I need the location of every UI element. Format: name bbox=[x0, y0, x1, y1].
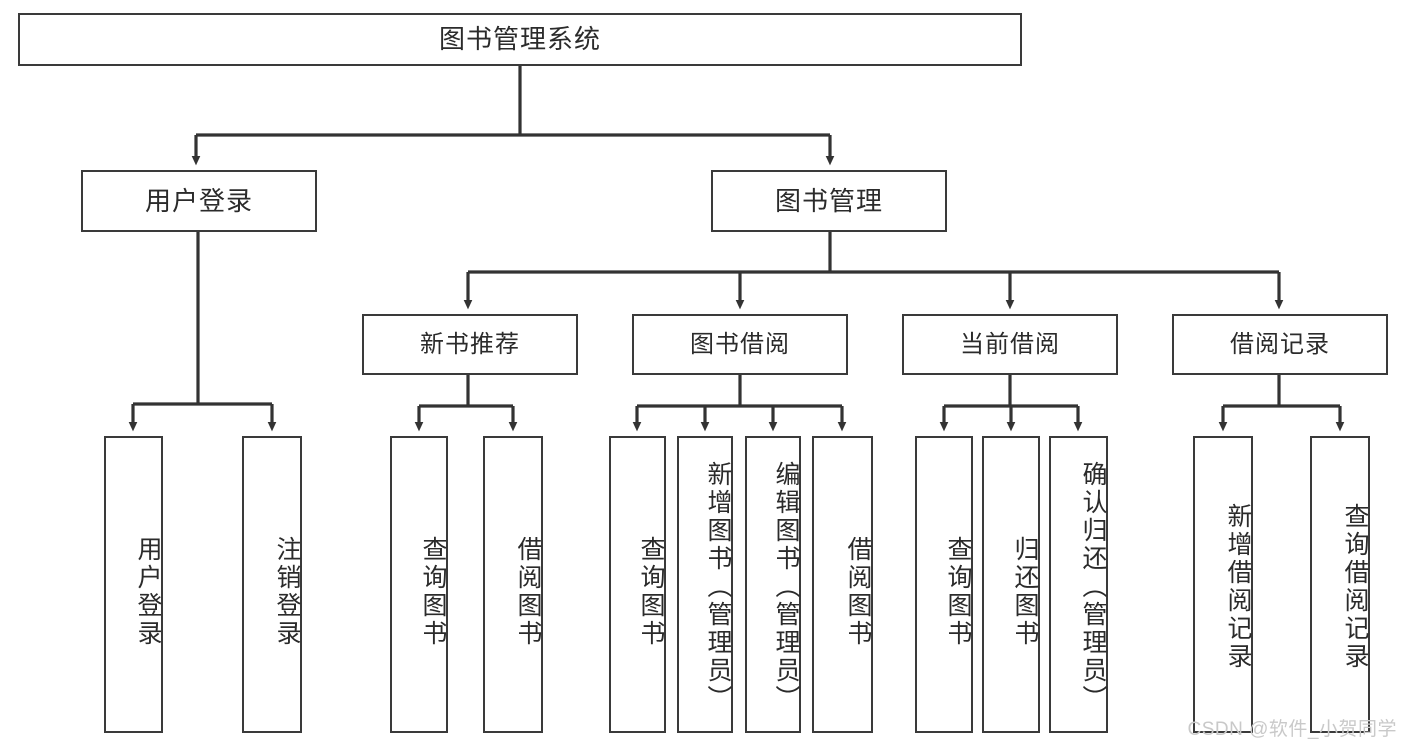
node-leaf-borrow-book-1-label: 借阅图书 bbox=[514, 535, 542, 648]
csdn-watermark: CSDN @软件_小贺同学 bbox=[1187, 719, 1397, 740]
node-leaf-query-record-label: 查询借阅记录 bbox=[1341, 502, 1369, 671]
node-borrow-record-label: 借阅记录 bbox=[1230, 330, 1330, 358]
node-leaf-edit-book[interactable]: 编辑图书（管理员） bbox=[745, 436, 801, 733]
node-root-label: 图书管理系统 bbox=[438, 24, 601, 55]
node-leaf-user-login[interactable]: 用户登录 bbox=[104, 436, 163, 733]
node-leaf-return-book-label: 归还图书 bbox=[1011, 535, 1039, 648]
node-user-login-label: 用户登录 bbox=[144, 185, 253, 216]
node-borrow-record[interactable]: 借阅记录 bbox=[1172, 314, 1388, 375]
node-leaf-query-book-3[interactable]: 查询图书 bbox=[915, 436, 973, 733]
node-book-borrow[interactable]: 图书借阅 bbox=[632, 314, 848, 375]
node-leaf-user-logout[interactable]: 注销登录 bbox=[242, 436, 302, 733]
node-leaf-add-record-label: 新增借阅记录 bbox=[1224, 502, 1252, 671]
node-new-book-rec-label: 新书推荐 bbox=[420, 330, 520, 358]
node-leaf-borrow-book-2[interactable]: 借阅图书 bbox=[812, 436, 873, 733]
node-leaf-query-book-1[interactable]: 查询图书 bbox=[390, 436, 448, 733]
node-book-manage-label: 图书管理 bbox=[774, 185, 883, 216]
node-leaf-return-book[interactable]: 归还图书 bbox=[982, 436, 1040, 733]
node-current-borrow-label: 当前借阅 bbox=[960, 330, 1060, 358]
node-leaf-add-book-label: 新增图书（管理员） bbox=[704, 460, 732, 713]
node-leaf-query-book-2[interactable]: 查询图书 bbox=[609, 436, 666, 733]
node-leaf-query-book-1-label: 查询图书 bbox=[419, 535, 447, 648]
node-leaf-query-book-2-label: 查询图书 bbox=[637, 535, 665, 648]
node-leaf-add-book[interactable]: 新增图书（管理员） bbox=[677, 436, 733, 733]
node-book-borrow-label: 图书借阅 bbox=[690, 330, 790, 358]
node-current-borrow[interactable]: 当前借阅 bbox=[902, 314, 1118, 375]
node-leaf-add-record[interactable]: 新增借阅记录 bbox=[1193, 436, 1253, 733]
node-leaf-query-record[interactable]: 查询借阅记录 bbox=[1310, 436, 1370, 733]
node-root[interactable]: 图书管理系统 bbox=[18, 13, 1022, 66]
node-new-book-rec[interactable]: 新书推荐 bbox=[362, 314, 578, 375]
node-leaf-edit-book-label: 编辑图书（管理员） bbox=[772, 460, 800, 713]
node-book-manage[interactable]: 图书管理 bbox=[711, 170, 947, 232]
node-leaf-borrow-book-2-label: 借阅图书 bbox=[844, 535, 872, 648]
node-leaf-confirm-return[interactable]: 确认归还（管理员） bbox=[1049, 436, 1108, 733]
node-leaf-borrow-book-1[interactable]: 借阅图书 bbox=[483, 436, 543, 733]
node-leaf-user-logout-label: 注销登录 bbox=[273, 535, 301, 648]
node-leaf-query-book-3-label: 查询图书 bbox=[944, 535, 972, 648]
node-leaf-user-login-label: 用户登录 bbox=[134, 535, 162, 648]
node-user-login[interactable]: 用户登录 bbox=[81, 170, 317, 232]
node-leaf-confirm-return-label: 确认归还（管理员） bbox=[1079, 460, 1107, 713]
